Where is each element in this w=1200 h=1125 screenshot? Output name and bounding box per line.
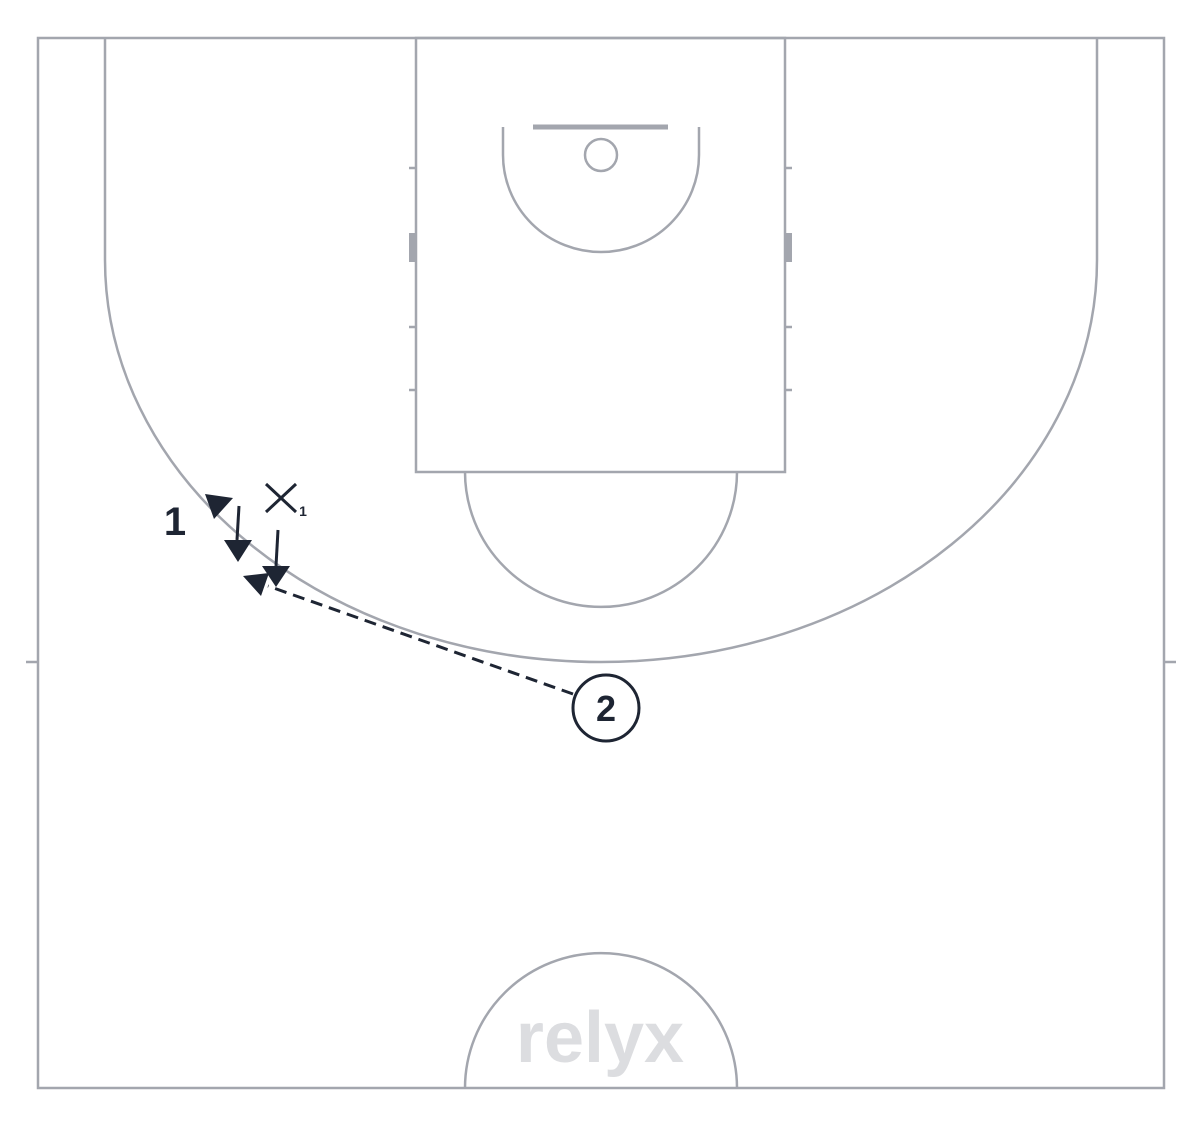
free-throw-circle [463, 471, 739, 609]
rim [583, 137, 619, 173]
player-1-direction-arrowhead [205, 494, 233, 519]
pass-arrowhead [243, 573, 269, 596]
offense-player-1-label: 1 [164, 500, 186, 544]
pass-line [267, 584, 574, 696]
defender-1-slide-line [274, 529, 280, 567]
three-point-line [103, 38, 1099, 664]
relyx-logo-watermark: relyx [516, 998, 684, 1078]
lane-block [409, 233, 416, 262]
restricted-area-arc [501, 127, 701, 254]
lane-block [785, 233, 792, 262]
player-1-cut-arrowhead [224, 540, 252, 562]
defender-x-icon [264, 482, 298, 514]
center-circle [463, 951, 739, 1089]
defender-1-slide-arrowhead [262, 566, 290, 587]
paint-area [414, 36, 787, 474]
court-boundary [36, 36, 1166, 1090]
offense-player-2-label: 2 [596, 688, 616, 729]
defense-player-1: 1 [264, 482, 307, 519]
defender-1-subscript: 1 [299, 503, 307, 519]
player-2-circle [571, 673, 641, 743]
player-1-cut-line [235, 505, 241, 541]
offense-player-2: 2 [571, 673, 641, 743]
